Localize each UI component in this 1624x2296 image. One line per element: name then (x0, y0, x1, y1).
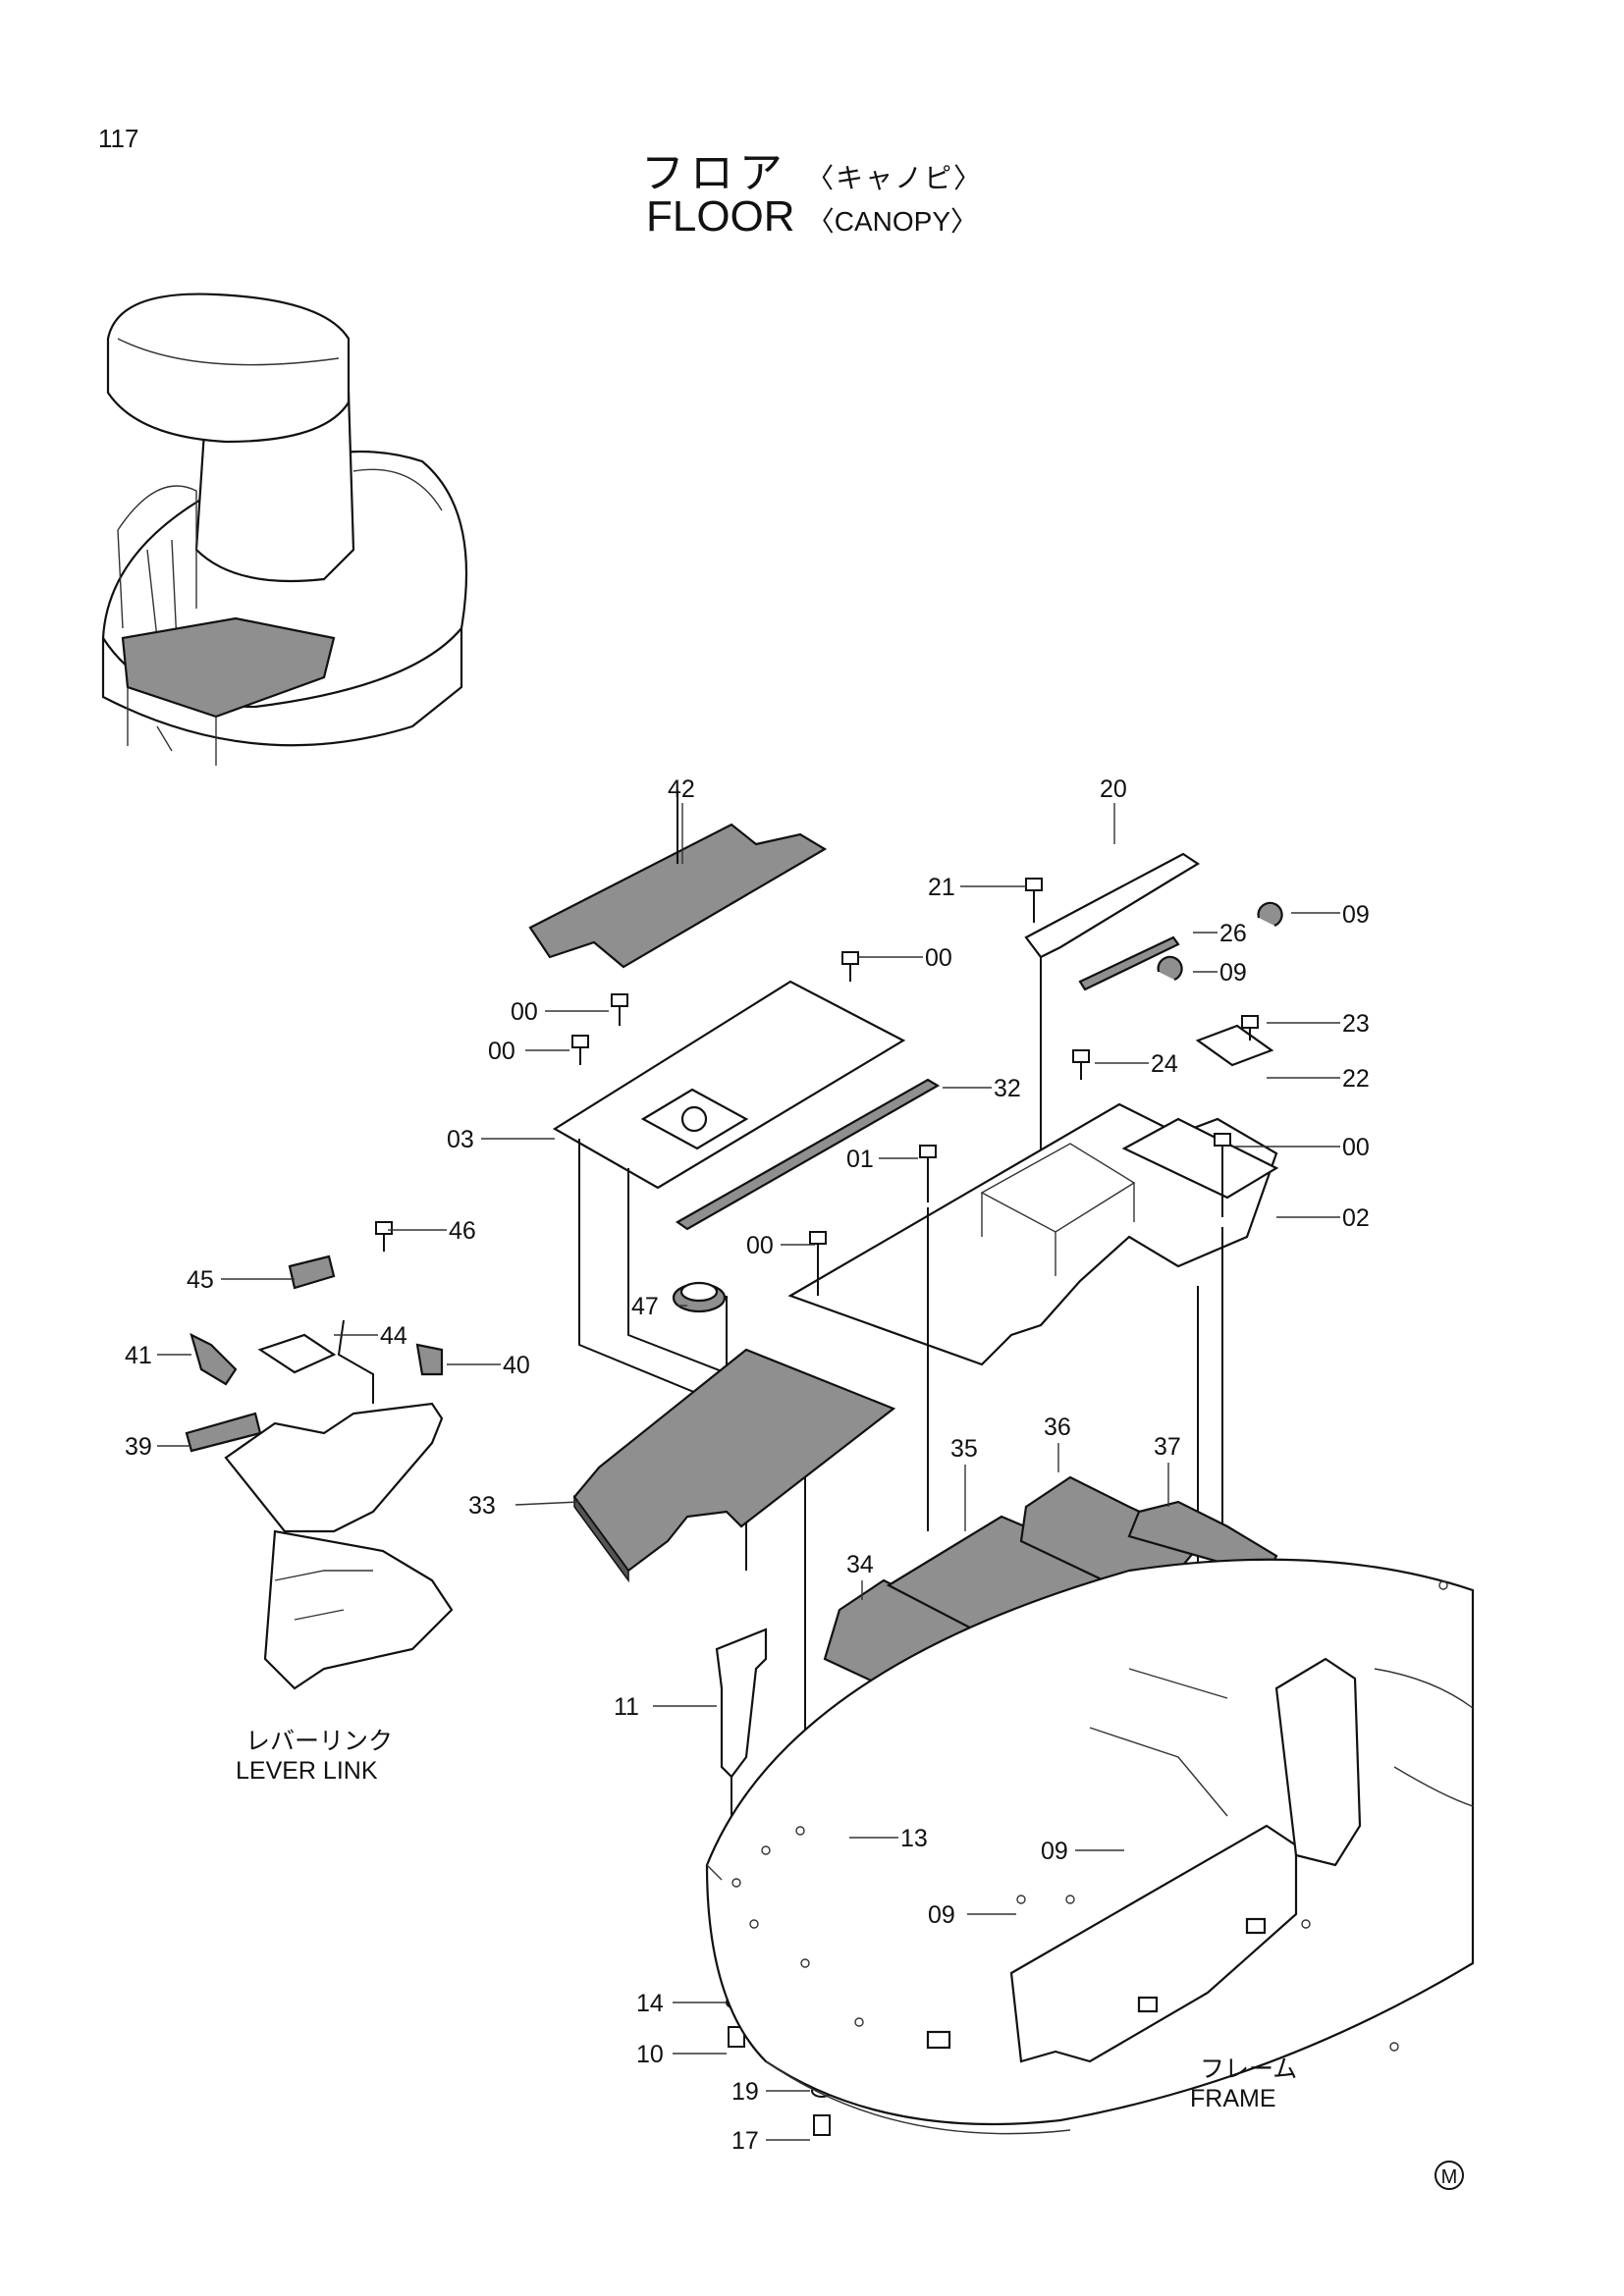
bolt-icon (375, 1221, 393, 1252)
callout-09: 09 (1041, 1838, 1068, 1865)
callout-09: 09 (1342, 901, 1370, 929)
bolt-icon (919, 1145, 937, 1202)
callout-36: 36 (1044, 1414, 1071, 1441)
bolt-icon (1072, 1049, 1090, 1080)
callout-09: 09 (928, 1901, 955, 1929)
bolt-icon (1241, 1015, 1259, 1041)
callout-26: 26 (1219, 920, 1247, 947)
callout-02: 02 (1342, 1204, 1370, 1232)
callout-47: 47 (631, 1293, 659, 1320)
callout-41: 41 (125, 1342, 152, 1369)
captions: レバーリンク LEVER LINK フレーム FRAME (236, 1728, 1297, 2112)
callout-00: 00 (511, 998, 538, 1026)
callout-42: 42 (668, 775, 695, 803)
callout-labels: 42 20 21 09 26 09 00 00 00 23 24 22 32 0… (125, 775, 1370, 2155)
lever-link-caption-jp: レバーリンク (245, 1728, 393, 1755)
callout-45: 45 (187, 1266, 214, 1294)
callout-44: 44 (380, 1322, 407, 1350)
callout-24: 24 (1151, 1050, 1178, 1078)
callout-00: 00 (1342, 1134, 1370, 1161)
callout-35: 35 (950, 1435, 978, 1463)
bolt-icon (1025, 878, 1043, 923)
callout-14: 14 (636, 1990, 664, 2017)
bolt-icon (809, 1231, 827, 1296)
callout-00: 00 (746, 1232, 774, 1259)
part-33-mat (572, 1348, 896, 1583)
callout-01: 01 (846, 1146, 874, 1173)
mark-letter: M (1441, 2166, 1458, 2188)
leader-lines (157, 803, 1340, 2141)
callout-09: 09 (1219, 959, 1247, 987)
bolt-icon (571, 1035, 589, 1065)
title-japanese: フロア 〈キャノピ〉 (0, 137, 1624, 200)
title-english: FLOOR 〈CANOPY〉 (0, 192, 1624, 241)
callout-40: 40 (503, 1352, 530, 1379)
bolt-icon (1214, 1133, 1231, 1217)
callout-19: 19 (731, 2078, 759, 2106)
title-jp-subtitle: 〈キャノピ〉 (806, 163, 984, 193)
frame-base (705, 1558, 1475, 2135)
page-number: 117 (98, 124, 139, 153)
lever-link-assembly (185, 1255, 454, 1690)
callout-23: 23 (1342, 1010, 1370, 1038)
manufacturer-mark: M (1435, 2161, 1464, 2190)
callout-46: 46 (449, 1217, 476, 1245)
callout-10: 10 (636, 2041, 664, 2068)
callout-34: 34 (846, 1551, 874, 1578)
bolt-icon (611, 993, 628, 1026)
callout-00: 00 (925, 944, 952, 972)
callout-21: 21 (928, 874, 955, 901)
callout-13: 13 (900, 1825, 928, 1852)
callout-39: 39 (125, 1433, 152, 1461)
title-en-text: FLOOR (645, 192, 795, 240)
title-jp-text: フロア (640, 149, 788, 197)
callout-03: 03 (447, 1126, 474, 1153)
part-37-mat (1127, 1500, 1278, 1577)
callout-37: 37 (1154, 1433, 1181, 1461)
frame-caption-en: FRAME (1190, 2085, 1276, 2112)
part-22-plate (1195, 1024, 1274, 1067)
callout-00: 00 (488, 1038, 515, 1065)
lever-link-caption-en: LEVER LINK (236, 1757, 378, 1785)
part-32-strip (675, 1078, 941, 1231)
title-en-subtitle: 〈CANOPY〉 (806, 206, 979, 237)
callout-32: 32 (994, 1075, 1021, 1102)
frame-caption-jp: フレーム (1200, 2056, 1297, 2083)
callout-33: 33 (468, 1492, 496, 1520)
callout-20: 20 (1100, 775, 1127, 803)
part-42-mat (528, 790, 828, 969)
bolt-icon (728, 2026, 745, 2048)
callout-11: 11 (614, 1693, 639, 1721)
machine-overview-illustration (101, 293, 467, 766)
bolt-icon (813, 2114, 831, 2136)
bolt-icon (841, 951, 859, 982)
callout-22: 22 (1342, 1065, 1370, 1093)
callout-17: 17 (731, 2127, 759, 2155)
part-47-grommet (672, 1281, 728, 1394)
